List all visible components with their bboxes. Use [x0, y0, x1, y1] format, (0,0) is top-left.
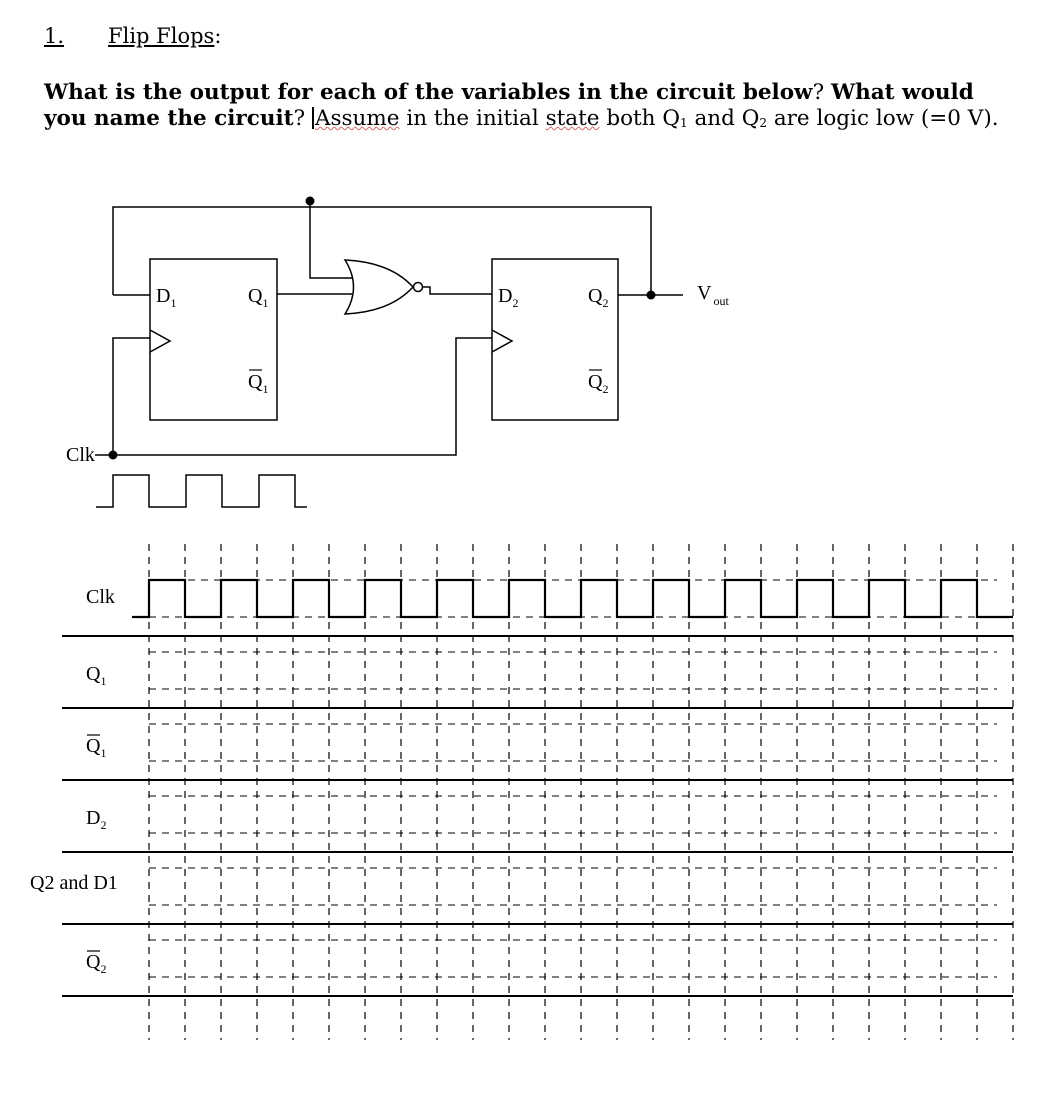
- nor-gate: [343, 259, 415, 315]
- clk-ff1-wire: [112, 337, 150, 455]
- junction-dot-clk: [108, 450, 118, 460]
- timing-row-label: Q2 and D1: [30, 872, 118, 894]
- spellcheck-word-state: state: [545, 106, 600, 131]
- flip-flop-2-box: [491, 258, 619, 421]
- q2-subscript: 2: [759, 116, 767, 130]
- q1-subscript: 1: [679, 116, 688, 130]
- question-text-end: are logic low (=0 V).: [773, 106, 999, 131]
- question-part-1: What is the output for each of the varia…: [44, 80, 813, 105]
- text-cursor: [311, 107, 314, 129]
- ff2-qbar-label: Q2: [588, 371, 608, 396]
- timing-row-label: Q1: [86, 735, 106, 760]
- question-mark-2: ?: [293, 106, 306, 131]
- section-number: 1.: [44, 24, 65, 48]
- nor-to-d2-wire: [423, 286, 492, 295]
- nor-bubble: [412, 281, 424, 293]
- timing-row-label: Q2: [86, 951, 106, 976]
- heading-colon: :: [214, 24, 222, 48]
- question-text-both: both Q: [606, 106, 680, 131]
- question-text-and: and Q: [694, 106, 760, 131]
- spellcheck-word-assume: Assume: [314, 106, 400, 131]
- timing-clk-label: Clk: [86, 586, 115, 608]
- ff2-q-label: Q2: [588, 285, 608, 310]
- clk-waveform: [132, 578, 1013, 619]
- ff1-d-label: D1: [156, 285, 176, 310]
- timing-row-label: D2: [86, 807, 106, 832]
- section-heading: 1. Flip Flops:: [44, 24, 221, 48]
- ff2-clock-triangle: [491, 329, 514, 353]
- flip-flop-1-box: [149, 258, 278, 421]
- question-mark-1: ?: [812, 80, 825, 105]
- ff1-clock-triangle: [149, 329, 172, 353]
- question-part-2: What would you name the circuit: [44, 80, 974, 131]
- junction-dot-top: [305, 196, 315, 206]
- circuit-schematic: [95, 201, 683, 508]
- timing-row-label: Q1: [86, 663, 106, 688]
- feedback-wire: [112, 206, 652, 295]
- question-text-mid: in the initial: [406, 106, 539, 131]
- nor-input-a-wire: [309, 201, 352, 279]
- ff1-q-label: Q1: [248, 285, 268, 310]
- clock-waveform-symbol: [96, 474, 307, 508]
- ff2-d-label: D2: [498, 285, 518, 310]
- clk-label: Clk: [66, 444, 95, 466]
- junction-dot-vout: [646, 290, 656, 300]
- clk-ff2-wire: [113, 337, 492, 456]
- question-text[interactable]: What is the output for each of the varia…: [44, 80, 1004, 136]
- ff1-qbar-label: Q1: [248, 371, 268, 396]
- section-title: Flip Flops: [108, 24, 215, 48]
- circuit-nodes: [108, 196, 656, 460]
